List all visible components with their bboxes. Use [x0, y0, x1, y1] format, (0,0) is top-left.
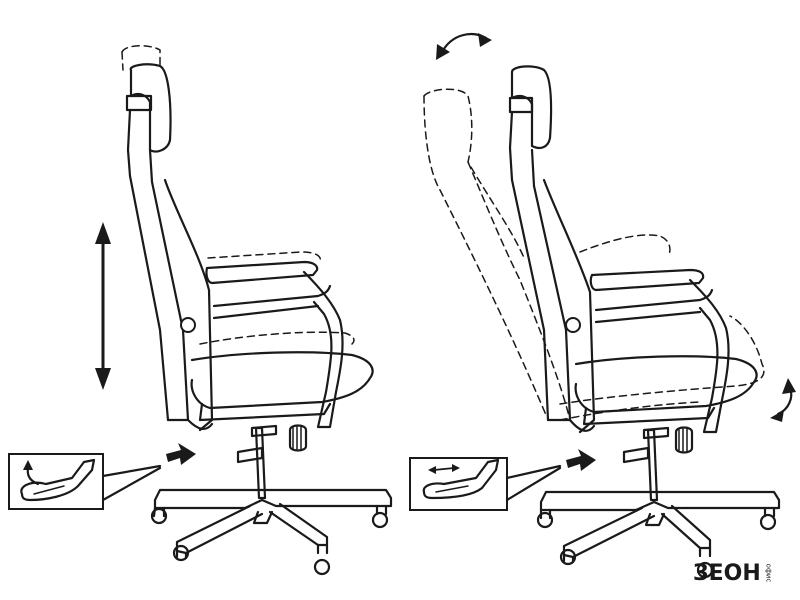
- headrest-right: [508, 65, 553, 149]
- caster-left-3: [172, 544, 190, 562]
- seat-left: [190, 331, 374, 422]
- base-left: [150, 488, 393, 576]
- tilt-arrow-side-icon: [770, 378, 796, 422]
- caster-right-3: [559, 548, 577, 566]
- lift-lever-right: [622, 446, 650, 464]
- caster-left-1: [150, 506, 168, 525]
- inset-lift-lever-left: [8, 453, 162, 510]
- caster-right-4: [696, 546, 714, 579]
- seat-right: [574, 355, 758, 426]
- chair-left: [8, 45, 393, 576]
- caster-left-2: [371, 504, 389, 529]
- caster-right-1: [536, 508, 554, 529]
- brand-logo: ЗЕОН офис: [693, 556, 777, 590]
- caster-right-2: [759, 506, 777, 531]
- backrest-knob-right: [565, 317, 581, 333]
- brand-logo-subtext: офис: [764, 563, 773, 583]
- backrest-knob-left: [180, 317, 196, 333]
- armrest-left: [205, 251, 344, 429]
- pointer-arrow-icon-right: [566, 449, 596, 471]
- headrest-left: [121, 45, 172, 153]
- lift-lever-left: [236, 446, 264, 464]
- tilt-knob-right: [674, 426, 694, 454]
- gas-lift-left: [236, 424, 308, 500]
- tilt-ghost-backrest: [423, 88, 765, 421]
- pointer-arrow-icon-left: [166, 443, 196, 465]
- brand-logo-text: ЗЕОН: [693, 560, 761, 586]
- tilt-arrow-top-icon: [436, 33, 492, 60]
- gas-lift-right: [622, 426, 694, 502]
- armrest-right: [589, 268, 730, 434]
- caster-left-4: [313, 543, 331, 576]
- slide-double-arrow-icon: [428, 464, 460, 474]
- inset-tilt-lever-right: [409, 457, 562, 511]
- backrest-left: [126, 108, 214, 432]
- base-right: [536, 490, 781, 579]
- backrest-right: [508, 110, 596, 434]
- height-double-arrow-icon: [95, 222, 111, 390]
- chair-right: [409, 33, 796, 579]
- tilt-knob-left: [288, 424, 308, 452]
